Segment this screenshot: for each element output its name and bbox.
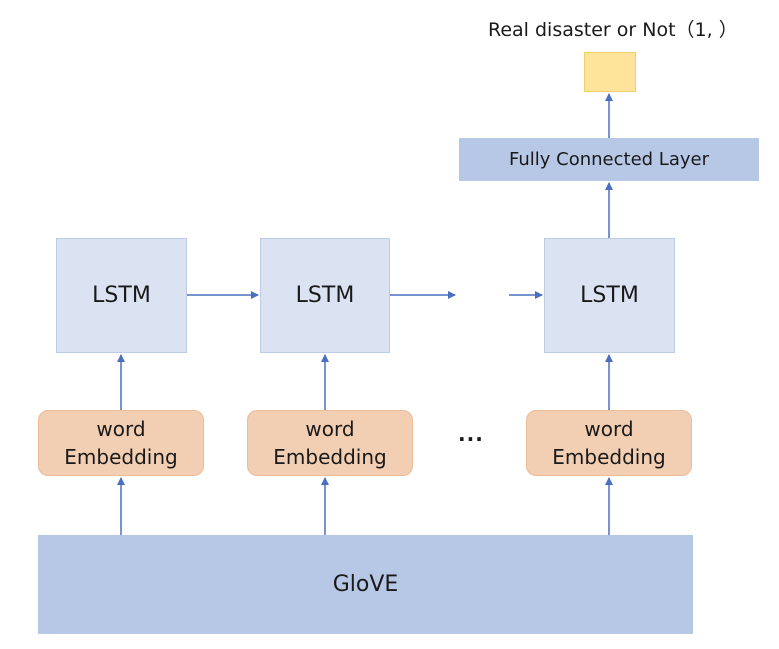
word-embedding-line1: word	[584, 417, 634, 441]
output-title: Real disaster or Not（1, ）	[488, 19, 738, 41]
lstm-cell-3: LSTM	[544, 238, 675, 353]
word-embedding-line1: word	[305, 417, 355, 441]
word-embedding-line2: Embedding	[64, 445, 178, 469]
word-embedding-line1: word	[96, 417, 146, 441]
glove-layer: GloVE	[38, 535, 693, 634]
fully-connected-layer: Fully Connected Layer	[459, 138, 759, 181]
word-embedding-line2: Embedding	[552, 445, 666, 469]
glove-layer-label: GloVE	[332, 572, 399, 597]
word-embedding-1: word Embedding	[38, 410, 204, 476]
word-embedding-3: word Embedding	[526, 410, 692, 476]
word-embedding-2: word Embedding	[247, 410, 413, 476]
fully-connected-layer-label: Fully Connected Layer	[509, 149, 709, 170]
lstm-cell-1: LSTM	[56, 238, 187, 353]
lstm-cell-2: LSTM	[260, 238, 390, 353]
word-embedding-line2: Embedding	[273, 445, 387, 469]
lstm-cell-label: LSTM	[295, 283, 355, 308]
sequence-ellipsis: ...	[458, 422, 484, 446]
lstm-cell-label: LSTM	[580, 283, 639, 308]
output-node	[584, 52, 636, 92]
lstm-cell-label: LSTM	[92, 283, 151, 308]
